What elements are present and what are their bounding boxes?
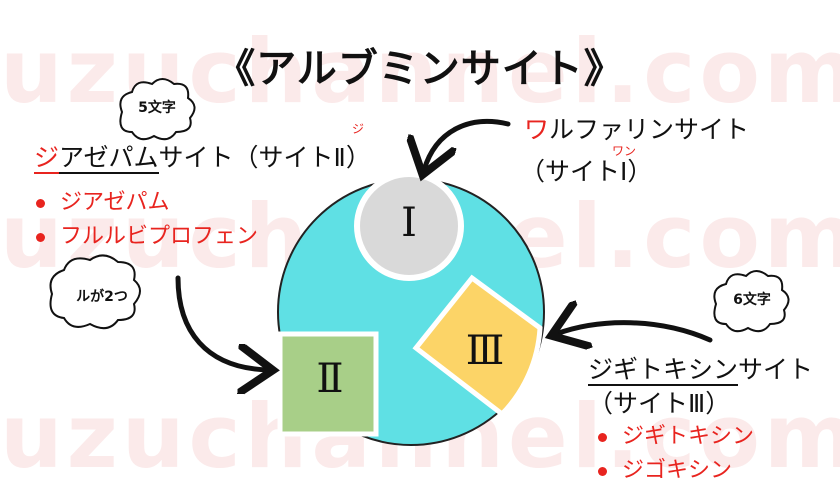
site2-suffix: サイト（サイトⅡ） xyxy=(158,143,371,172)
site1-sub: （サイトⅠ） xyxy=(520,157,653,186)
cloud-label-6chars: 6文字 xyxy=(733,292,771,308)
site3-drug-list: ジギトキシン ジゴキシン xyxy=(596,420,754,488)
cloud-label-two-ru: ルが2つ xyxy=(76,289,128,305)
cloud-shape xyxy=(119,78,196,141)
site3-quadrant xyxy=(412,274,543,418)
site3-heading: ジギトキシンサイト xyxy=(588,350,813,386)
site3-sub: （サイトⅢ） xyxy=(588,389,731,418)
list-item: ジギトキシン xyxy=(596,420,754,454)
site2-label: Ⅱ xyxy=(316,356,344,402)
site2-square xyxy=(277,331,379,437)
arrow-to-site2 xyxy=(175,275,268,370)
list-item: フルルビプロフェン xyxy=(34,220,258,254)
cloud-shape xyxy=(49,254,141,330)
site1-label: Ⅰ xyxy=(401,200,417,246)
site3-label: Ⅲ xyxy=(465,328,505,374)
arrow-to-site3 xyxy=(556,323,713,340)
site1-name-rest: ルファリンサイト xyxy=(549,115,750,144)
list-item: ジアゼパム xyxy=(34,186,258,220)
site2-heading: ジアゼパムサイト（サイトⅡ） xyxy=(34,138,371,174)
site3-suffix: サイト xyxy=(738,355,814,384)
site2-red-char: ジ xyxy=(34,143,60,174)
arrow-to-site1 xyxy=(424,118,511,170)
site1-red-char: ワ xyxy=(524,115,550,144)
cloud-label-5chars: 5文字 xyxy=(138,100,176,116)
site1-heading: ワルファリンサイト xyxy=(524,110,749,146)
ruby-wan: ワン xyxy=(612,144,637,158)
site2-name-rest: アゼパム xyxy=(59,143,159,174)
page-title: 《アルブミンサイト》 xyxy=(215,46,625,92)
cloud-shape xyxy=(713,270,790,333)
site2-drug-list: ジアゼパム フルルビプロフェン xyxy=(34,186,258,254)
site3-name: ジギトキシン xyxy=(588,355,739,386)
ruby-ji: ジ xyxy=(352,122,365,136)
list-item: ジゴキシン xyxy=(596,454,754,488)
